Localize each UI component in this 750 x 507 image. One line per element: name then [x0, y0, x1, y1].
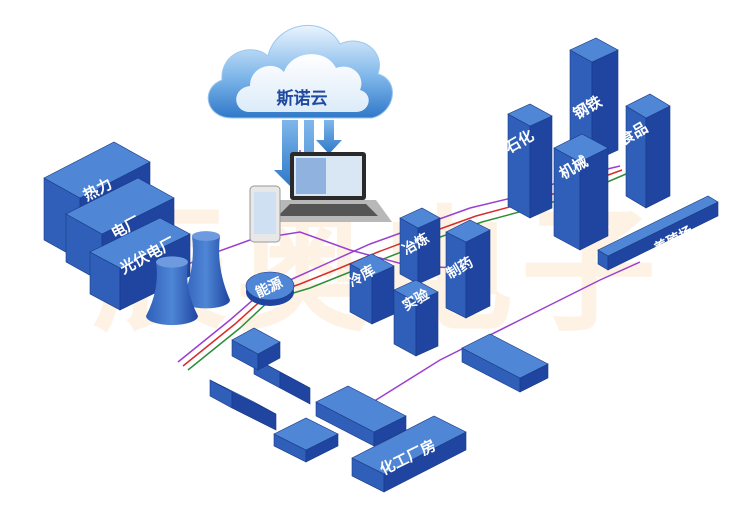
energy-disc-top [245, 271, 295, 301]
cooling-tower-back [182, 231, 230, 309]
block-left-face [209, 379, 233, 409]
cloud: 斯诺云 [207, 25, 393, 119]
building-solar-power: 光伏电厂 [89, 217, 191, 311]
slab-l-shape-a [209, 379, 277, 431]
down-arrow-icon-3 [316, 120, 342, 154]
block-top-face [399, 207, 441, 229]
building-energy: 能源 [245, 271, 295, 306]
cooling-tower-top [192, 231, 220, 241]
slab-small-left [273, 417, 339, 463]
building-food: 食品 [616, 93, 671, 209]
block-top-face [349, 253, 395, 277]
building-cold-storage: 冷库 [345, 253, 395, 325]
block-top-face [89, 217, 191, 269]
block-top-face [553, 133, 609, 163]
block-top-face [315, 385, 407, 433]
building-steel: 钢铁 [569, 37, 619, 163]
block-top-face [597, 195, 719, 257]
block-top-face [569, 37, 619, 63]
cloud-label: 斯诺云 [277, 88, 328, 109]
slab-mid-long [315, 385, 407, 447]
cloud-inner [236, 54, 369, 112]
block-top-face [461, 333, 549, 379]
slab-l-shape-c [231, 327, 281, 371]
block-top-face [65, 177, 175, 235]
cooling-tower-top [156, 256, 188, 268]
block-top-face [445, 219, 491, 243]
building-machinery: 机械 [553, 133, 609, 251]
purple-link-3 [367, 261, 641, 406]
block-top-face [625, 93, 671, 119]
block-top-face [209, 379, 277, 415]
block-right-face [417, 217, 441, 285]
block-top-face [273, 417, 339, 451]
block-top-face [43, 141, 151, 199]
building-pharma: 制药 [443, 219, 491, 319]
laptop-icon [264, 152, 392, 222]
buildings: 钢铁石化食品机械养殖场冶炼制药冷库实验热力电厂光伏电厂能源化工厂房 [43, 37, 719, 493]
cooling-tower-body [182, 236, 230, 309]
building-smelting: 冶炼 [399, 207, 441, 285]
phone-icon [249, 185, 281, 243]
block-right-face [279, 371, 311, 405]
block-top-face [507, 103, 553, 127]
cooling-tower-front [146, 256, 198, 326]
building-petrochem: 石化 [501, 103, 553, 219]
block-right-face [645, 105, 671, 209]
block-right-face [529, 115, 553, 219]
cooling-tower-body [146, 262, 198, 326]
building-lab: 实验 [393, 279, 439, 357]
block-top-face [351, 415, 467, 475]
slab-right-center [461, 333, 549, 393]
block-top-face [231, 327, 281, 355]
block-right-face [465, 229, 491, 319]
block-top-face [393, 279, 439, 303]
